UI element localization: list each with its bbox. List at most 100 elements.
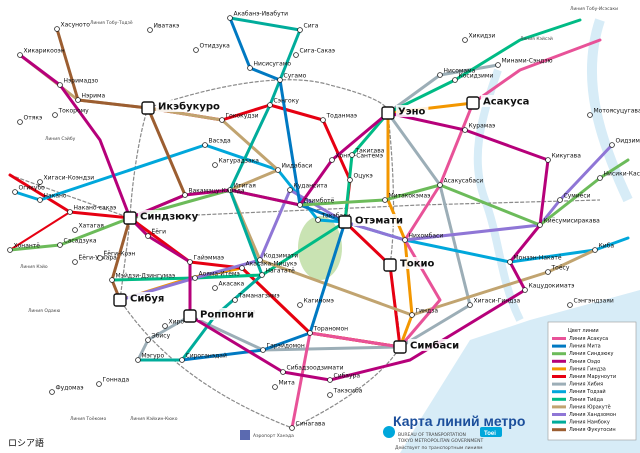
station: Дзимботё bbox=[297, 198, 335, 208]
station-marker bbox=[187, 259, 193, 265]
marunouchi-branch bbox=[9, 211, 71, 251]
station: Нагататё bbox=[259, 268, 295, 278]
station-label: Кодзимати bbox=[264, 253, 299, 260]
legend-item: Линия Хандзомон bbox=[552, 412, 616, 418]
station-marker bbox=[193, 47, 199, 53]
station-marker bbox=[54, 26, 60, 32]
shinjuku-line bbox=[8, 158, 630, 252]
station: Хикидзи bbox=[462, 33, 495, 43]
station: Нисомама bbox=[437, 68, 476, 78]
major-station-label: Отэмати bbox=[355, 216, 403, 227]
title-block: Карта линий метро BUREAU OF TRANSPORTATI… bbox=[8, 413, 525, 451]
station-label: Хатагая bbox=[79, 223, 105, 230]
station: Оидзима bbox=[609, 138, 640, 148]
station-label: Оидзима bbox=[616, 138, 640, 145]
station-marker bbox=[327, 377, 333, 383]
station-marker bbox=[557, 197, 563, 203]
legend-label: Линия Оэдо bbox=[569, 359, 600, 365]
major-station-label: Токио bbox=[400, 259, 434, 270]
station: Такигава bbox=[349, 148, 385, 158]
station-marker bbox=[567, 302, 573, 308]
station-label: Сига bbox=[304, 23, 319, 30]
station-label: Кудансита bbox=[294, 183, 328, 190]
station-marker bbox=[297, 27, 303, 33]
major-station-label: Асакуса bbox=[483, 97, 529, 108]
station-label: Митакокэмаэ bbox=[389, 193, 431, 200]
toei-brand-badge bbox=[480, 427, 502, 437]
station-label: Хасуното bbox=[61, 22, 91, 29]
station-label: Гайэммаэ bbox=[194, 255, 225, 262]
station-label: Такэсиба bbox=[333, 388, 363, 395]
station: Эбису bbox=[145, 333, 171, 343]
legend-label: Линия Намбоку bbox=[569, 420, 610, 426]
station-label: Курамаэ bbox=[469, 123, 496, 130]
station-marker bbox=[297, 302, 303, 308]
station-label: Такигава bbox=[355, 148, 385, 155]
station-marker bbox=[37, 179, 43, 185]
station: Накано bbox=[37, 193, 67, 203]
station-marker bbox=[537, 222, 543, 228]
major-station-label: Синдзюку bbox=[140, 212, 199, 223]
station: Тоданмаэ bbox=[320, 113, 357, 123]
major-station-label-bg bbox=[198, 308, 257, 320]
station-marker bbox=[96, 381, 102, 387]
station-marker bbox=[212, 162, 218, 168]
station-label: Сироганэдай bbox=[186, 353, 227, 360]
airport-note: Аэропорт Ханэда bbox=[253, 433, 294, 439]
station-marker bbox=[12, 189, 18, 195]
station: Токорому bbox=[52, 108, 89, 118]
station: Такэсиба bbox=[327, 388, 363, 398]
station: Косидзими bbox=[452, 73, 493, 83]
station: Киба bbox=[592, 243, 614, 253]
legend-item: Линия Юракутё bbox=[552, 404, 611, 410]
legend-item: Линия Хибия bbox=[552, 382, 603, 388]
station-marker bbox=[307, 330, 313, 336]
station-marker bbox=[192, 275, 198, 281]
station-label: Нихомбаси bbox=[409, 233, 444, 240]
station: Хикарикооэн bbox=[17, 48, 65, 58]
major-station: Синдзюку bbox=[123, 210, 199, 225]
station-label: Накано-сакаэ bbox=[74, 205, 117, 212]
station: Сига bbox=[297, 23, 319, 33]
station-marker bbox=[212, 285, 218, 291]
station-marker bbox=[545, 157, 551, 163]
station-marker bbox=[182, 192, 188, 198]
station: Синагава bbox=[289, 421, 326, 431]
major-station-marker bbox=[393, 340, 407, 354]
major-station-label-bg bbox=[396, 105, 429, 117]
station-marker bbox=[467, 302, 473, 308]
legend-label: Линия Тодзай bbox=[569, 388, 606, 395]
station-label: Сэнгэндзаяи bbox=[574, 298, 614, 305]
station-label: Сугамо bbox=[284, 73, 307, 80]
major-station: Роппонги bbox=[183, 308, 257, 323]
major-station-marker bbox=[141, 101, 155, 115]
station-label: Васэда bbox=[209, 138, 232, 145]
station-marker bbox=[347, 177, 353, 183]
station: Кагиномэ bbox=[297, 298, 334, 308]
major-station: Отэмати bbox=[338, 214, 406, 229]
station-label: Тораномон bbox=[313, 326, 349, 333]
station-label: Ёёги bbox=[152, 229, 167, 236]
mita-line bbox=[180, 16, 347, 362]
station: Аояма-Итёмэ bbox=[192, 271, 240, 281]
major-station-marker bbox=[113, 293, 127, 307]
station: Ёёги bbox=[145, 229, 167, 239]
station-marker bbox=[57, 242, 63, 248]
station: Мэйдзи-Дзингумаэ bbox=[109, 273, 175, 283]
station: Сасадзука bbox=[57, 238, 97, 248]
major-station-label: Икэбукуро bbox=[158, 101, 220, 113]
station: Сига-Сакаэ bbox=[293, 48, 335, 58]
major-station: Симбаси bbox=[393, 339, 461, 354]
station: Акасака bbox=[212, 281, 245, 291]
station-marker bbox=[462, 37, 468, 43]
station-label: Хигаси-Коэндзи bbox=[44, 175, 95, 182]
station: Накано-сакаэ bbox=[67, 205, 117, 215]
legend-item: Линия Асакуса bbox=[552, 336, 608, 342]
legend-label: Линия Синдзюку bbox=[569, 351, 613, 357]
line-edge-label: Линия Кэйсэй bbox=[520, 35, 553, 42]
station-label: Вакамацу-Кавада bbox=[189, 188, 245, 195]
station-label: Нэримадзо bbox=[64, 78, 99, 85]
station: Огикубо bbox=[12, 185, 45, 195]
